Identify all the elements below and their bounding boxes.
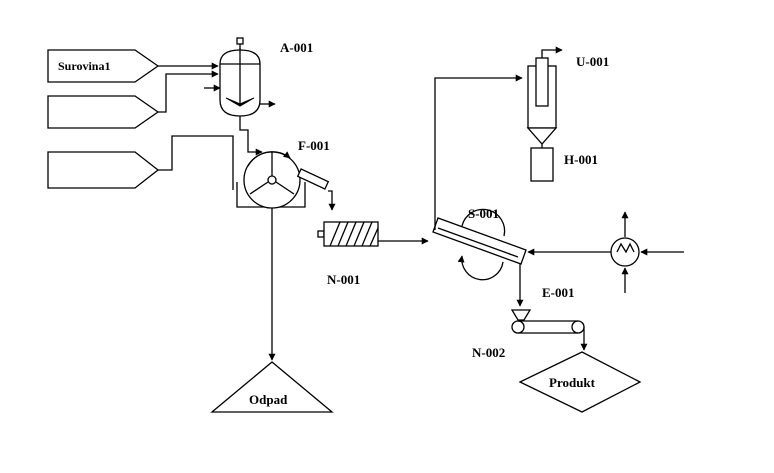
feed-surovina1: Surovina1 <box>47 49 160 83</box>
line-filter-to-screw <box>328 190 336 211</box>
belt-conveyor-label: N-002 <box>472 345 505 360</box>
feed-surovina1-label: Surovina1 <box>58 59 110 73</box>
screw-conveyor-n001: N-001 <box>317 221 379 287</box>
waste-output: Odpad <box>210 361 334 413</box>
line-feed2-to-agitator <box>158 70 219 113</box>
agitator-label: A-001 <box>280 40 313 55</box>
hopper-h001: H-001 <box>530 147 598 182</box>
heater-e001: E-001 <box>542 211 684 300</box>
heater-label: E-001 <box>542 285 575 300</box>
agitator-a001: A-001 <box>204 37 313 117</box>
product-label: Produkt <box>549 375 596 390</box>
dryer-label: S-001 <box>468 206 499 221</box>
feed-3 <box>47 151 160 189</box>
filter-f001: F-001 <box>236 138 330 209</box>
waste-label: Odpad <box>249 392 288 407</box>
line-dryer-to-cyclone <box>434 74 523 230</box>
cyclone-label: U-001 <box>576 54 609 69</box>
filter-label: F-001 <box>298 138 330 153</box>
hopper-label: H-001 <box>564 152 598 167</box>
cyclone-u001: U-001 <box>526 46 609 150</box>
product-output: Produkt <box>518 351 642 413</box>
screw-conveyor-label: N-001 <box>327 272 360 287</box>
line-agitator-to-filter <box>239 116 263 156</box>
rotary-dryer-s001: S-001 <box>432 206 527 281</box>
line-feed3-to-filter <box>158 135 234 190</box>
feed-2 <box>47 95 160 129</box>
belt-conveyor-n002: N-002 <box>472 309 588 360</box>
